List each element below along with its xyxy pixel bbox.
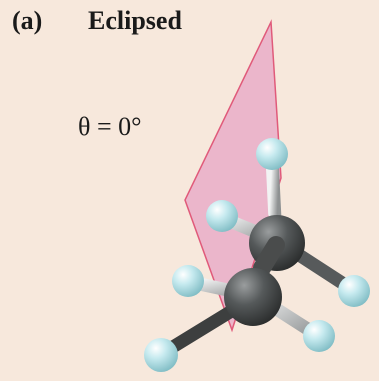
panel-letter: (a) bbox=[12, 6, 43, 35]
hydrogen-back-right bbox=[338, 275, 370, 307]
dihedral-plane bbox=[184, 19, 282, 333]
dihedral-angle-label: θ = 0° bbox=[78, 112, 142, 141]
carbon-front bbox=[224, 268, 282, 326]
bond-c-c bbox=[253, 236, 285, 277]
hydrogen-back-top bbox=[256, 138, 288, 170]
hydrogen-front-bottomleft bbox=[144, 338, 178, 372]
hydrogen-front-bottomright bbox=[303, 320, 335, 352]
conformation-title: Eclipsed bbox=[88, 6, 182, 35]
hydrogen-back-left bbox=[206, 200, 238, 232]
hydrogen-front-left bbox=[172, 265, 204, 297]
